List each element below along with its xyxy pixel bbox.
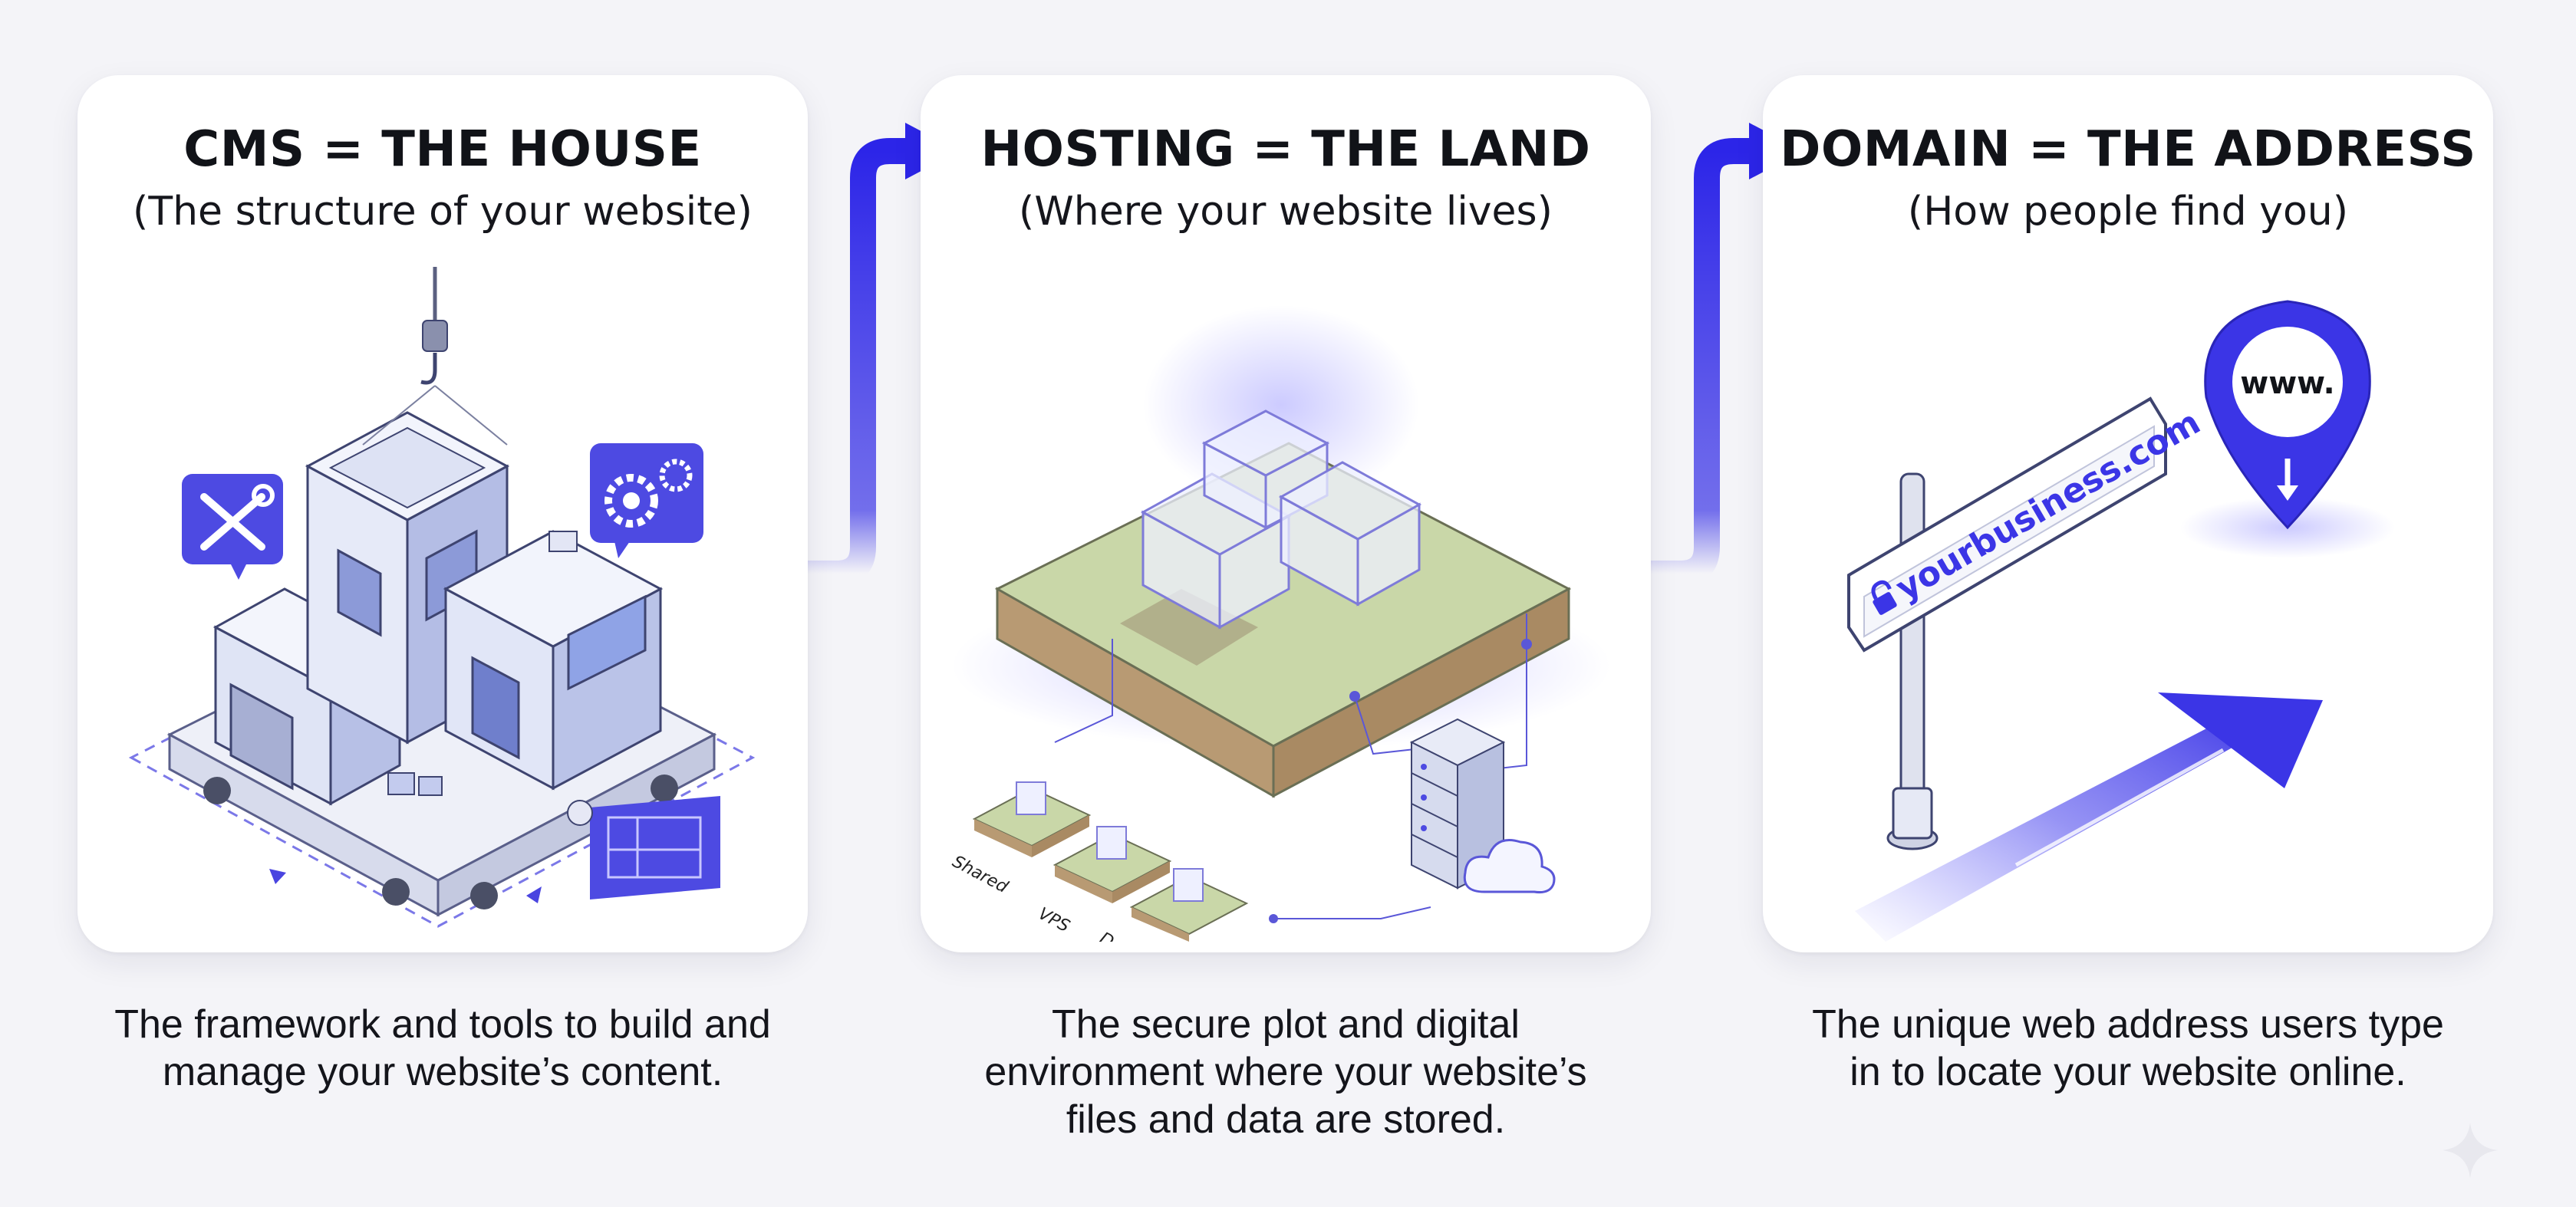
gears-icon <box>590 443 703 558</box>
sparkle-icon <box>2443 1123 2498 1178</box>
panel-title: DOMAIN = THE ADDRESS <box>1780 121 2476 178</box>
card-hosting: HOSTING = THE LAND (Where your website l… <box>921 75 1651 952</box>
cloud-icon <box>1463 839 1556 893</box>
description-line: The unique web address users type <box>1812 1002 2444 1047</box>
house-illustration <box>128 267 756 928</box>
panel-title: HOSTING = THE LAND <box>980 121 1591 178</box>
address-illustration: yourbusiness.com www. <box>1847 300 2395 942</box>
panel-title: CMS = THE HOUSE <box>183 121 702 178</box>
description-line: The secure plot and digital <box>1052 1002 1520 1047</box>
domain-sign-text: yourbusiness.com <box>1889 403 2207 608</box>
panel-description-cms: The framework and tools to build and man… <box>59 1001 826 1096</box>
lock-icon <box>1871 580 1897 615</box>
plan-label-shared: Shared <box>949 852 1011 897</box>
arrow-icon <box>269 869 286 884</box>
description-line: The framework and tools to build and <box>114 1002 771 1047</box>
panel-subtitle: (How people find you) <box>1907 189 2349 235</box>
location-pin-icon: www. <box>2204 300 2371 530</box>
wrench-screwdriver-icon <box>182 474 283 580</box>
plan-tile-shared <box>972 781 1092 857</box>
description-line: manage your website’s content. <box>162 1050 723 1094</box>
card-cms: CMS = THE HOUSE (The structure of your w… <box>77 75 808 952</box>
description-line: files and data are stored. <box>1066 1097 1506 1142</box>
plan-tile-vps <box>1052 826 1172 903</box>
panel-subtitle: (Where your website lives) <box>1019 189 1553 235</box>
pin-text: www. <box>2240 366 2335 401</box>
arrow-icon <box>526 886 542 903</box>
blueprint-icon <box>567 796 720 899</box>
land-plot-icon <box>994 442 1572 798</box>
plan-tile-dedicated <box>1129 868 1249 942</box>
description-line: in to locate your website online. <box>1850 1050 2406 1094</box>
description-line: environment where your website’s <box>984 1050 1587 1094</box>
arrow-icon <box>1855 692 2323 942</box>
panel-description-hosting: The secure plot and digital environment … <box>902 1001 1669 1143</box>
plan-label-vps: VPS <box>1035 904 1072 936</box>
server-rack-icon <box>1409 718 1506 890</box>
card-domain: DOMAIN = THE ADDRESS (How people find yo… <box>1763 75 2493 952</box>
panel-description-domain: The unique web address users type in to … <box>1744 1001 2512 1096</box>
crane-hook-icon <box>362 267 508 446</box>
land-illustration: Shared VPS Dedicated <box>949 305 1611 942</box>
panel-subtitle: (The structure of your website) <box>133 189 753 235</box>
